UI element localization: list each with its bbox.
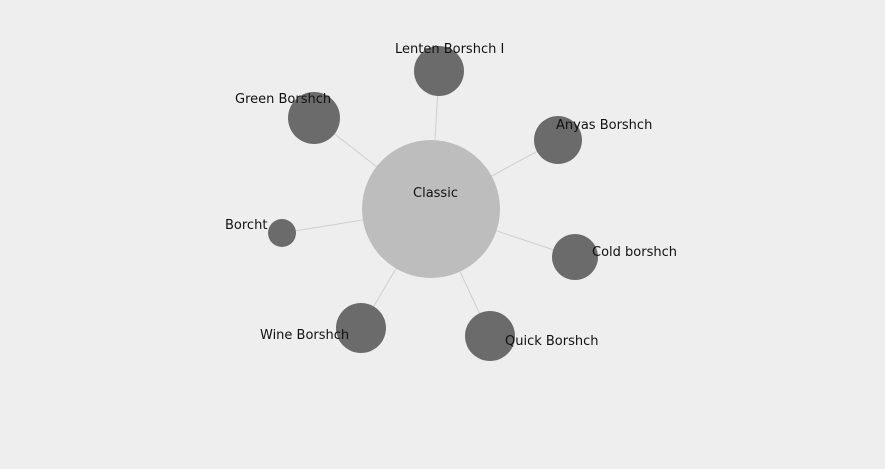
labels-group: Classic Lenten Borshch I Anyas Borshch C…: [225, 42, 677, 349]
label-green: Green Borshch: [235, 92, 331, 107]
node-borcht[interactable]: [268, 219, 296, 247]
node-wine[interactable]: [336, 303, 386, 353]
label-classic: Classic: [413, 186, 458, 201]
node-lenten[interactable]: [414, 46, 464, 96]
node-classic[interactable]: [362, 140, 500, 278]
label-anyas: Anyas Borshch: [556, 118, 652, 133]
node-quick[interactable]: [465, 311, 515, 361]
label-quick: Quick Borshch: [505, 334, 599, 349]
nodes-group: [268, 46, 598, 361]
node-cold[interactable]: [552, 234, 598, 280]
label-wine: Wine Borshch: [260, 328, 349, 343]
label-cold: Cold borshch: [592, 245, 677, 260]
node-anyas[interactable]: [534, 116, 582, 164]
node-green[interactable]: [288, 92, 340, 144]
label-lenten: Lenten Borshch I: [395, 42, 504, 57]
label-borcht: Borcht: [225, 218, 267, 233]
